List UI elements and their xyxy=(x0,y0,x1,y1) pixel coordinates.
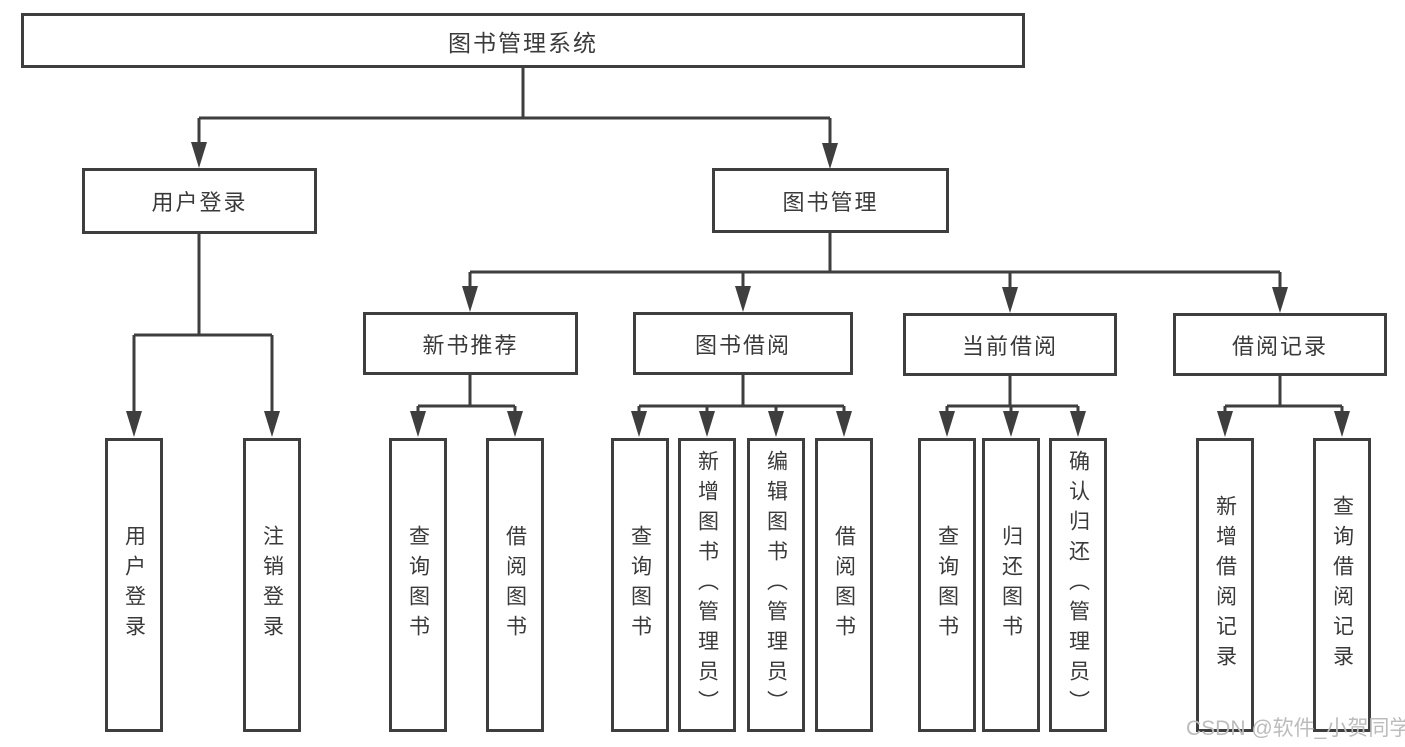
leaf-query-books-borrowing-label: 查询图书 xyxy=(628,525,652,645)
node-current-borrowing: 当前借阅 xyxy=(903,313,1117,376)
node-book-management-label: 图书管理 xyxy=(782,189,879,215)
arrowhead xyxy=(1070,411,1086,437)
arrowhead xyxy=(699,411,715,437)
arrowhead xyxy=(191,142,207,168)
leaf-user-login-action-label: 用户登录 xyxy=(122,525,146,645)
arrowhead xyxy=(631,411,647,437)
arrowhead xyxy=(836,411,852,437)
leaf-logout-action: 注销登录 xyxy=(243,438,301,732)
arrowhead xyxy=(462,286,478,312)
leaf-add-borrow-record-label: 新增借阅记录 xyxy=(1213,495,1237,675)
leaf-edit-books-admin: 编辑图书（管理员） xyxy=(747,438,805,732)
connector-book-management-to-level3 xyxy=(462,233,1288,313)
arrowhead xyxy=(1002,287,1018,313)
leaf-return-books: 归还图书 xyxy=(982,438,1040,732)
leaf-add-books-admin: 新增图书（管理员） xyxy=(678,438,736,732)
arrowhead xyxy=(822,143,838,169)
leaf-borrow-books-borrowing: 借阅图书 xyxy=(815,438,873,732)
leaf-user-login-action: 用户登录 xyxy=(105,438,163,732)
node-borrowing-records-label: 借阅记录 xyxy=(1231,333,1328,359)
leaf-confirm-return-admin: 确认归还（管理员） xyxy=(1049,438,1107,732)
csdn-watermark: CSDN @软件_小贺同学 xyxy=(1186,717,1405,740)
leaf-add-books-admin-label: 新增图书（管理员） xyxy=(695,450,719,720)
node-borrowing-records: 借阅记录 xyxy=(1173,313,1387,376)
node-book-management: 图书管理 xyxy=(712,168,949,233)
node-current-borrowing-label: 当前借阅 xyxy=(961,333,1058,359)
connector-user-login-to-leaves xyxy=(126,234,280,437)
leaf-borrow-books-recommend: 借阅图书 xyxy=(486,438,544,732)
node-root-label: 图书管理系统 xyxy=(448,29,598,56)
leaf-logout-action-label: 注销登录 xyxy=(260,525,284,645)
connector-root-to-level2 xyxy=(191,68,838,169)
arrowhead xyxy=(410,411,426,437)
connector-current-borrowing-to-leaves xyxy=(939,376,1086,437)
arrowhead xyxy=(1217,411,1233,437)
arrowhead xyxy=(264,411,280,437)
node-book-borrowing: 图书借阅 xyxy=(633,312,853,375)
node-user-login-label: 用户登录 xyxy=(151,190,248,215)
leaf-borrow-books-borrowing-label: 借阅图书 xyxy=(832,525,856,645)
leaf-confirm-return-admin-label: 确认归还（管理员） xyxy=(1066,450,1090,720)
node-book-borrowing-label: 图书借阅 xyxy=(694,332,791,358)
leaf-query-borrow-record-label: 查询借阅记录 xyxy=(1330,495,1354,675)
arrowhead xyxy=(735,286,751,312)
arrowhead xyxy=(507,411,523,437)
connector-book-borrowing-to-leaves xyxy=(631,375,852,437)
leaf-borrow-books-recommend-label: 借阅图书 xyxy=(503,525,527,645)
node-new-book-recommend: 新书推荐 xyxy=(363,312,578,375)
leaf-return-books-label: 归还图书 xyxy=(999,525,1023,645)
leaf-add-borrow-record: 新增借阅记录 xyxy=(1196,438,1254,732)
leaf-query-books-recommend-label: 查询图书 xyxy=(406,525,430,645)
leaf-query-borrow-record: 查询借阅记录 xyxy=(1313,438,1371,732)
arrowhead xyxy=(939,411,955,437)
arrowhead xyxy=(1272,287,1288,313)
leaf-query-books-current: 查询图书 xyxy=(918,438,976,732)
arrowhead xyxy=(1334,411,1350,437)
arrowhead xyxy=(768,411,784,437)
arrowhead xyxy=(1003,411,1019,437)
leaf-edit-books-admin-label: 编辑图书（管理员） xyxy=(764,450,788,720)
node-root-system: 图书管理系统 xyxy=(21,13,1025,68)
connector-new-book-to-leaves xyxy=(410,375,523,437)
node-user-login: 用户登录 xyxy=(82,168,317,234)
node-new-book-recommend-label: 新书推荐 xyxy=(422,332,519,358)
leaf-query-books-current-label: 查询图书 xyxy=(935,525,959,645)
connector-borrowing-records-to-leaves xyxy=(1217,376,1350,437)
leaf-query-books-recommend: 查询图书 xyxy=(389,438,447,732)
arrowhead xyxy=(126,411,142,437)
leaf-query-books-borrowing: 查询图书 xyxy=(611,438,669,732)
